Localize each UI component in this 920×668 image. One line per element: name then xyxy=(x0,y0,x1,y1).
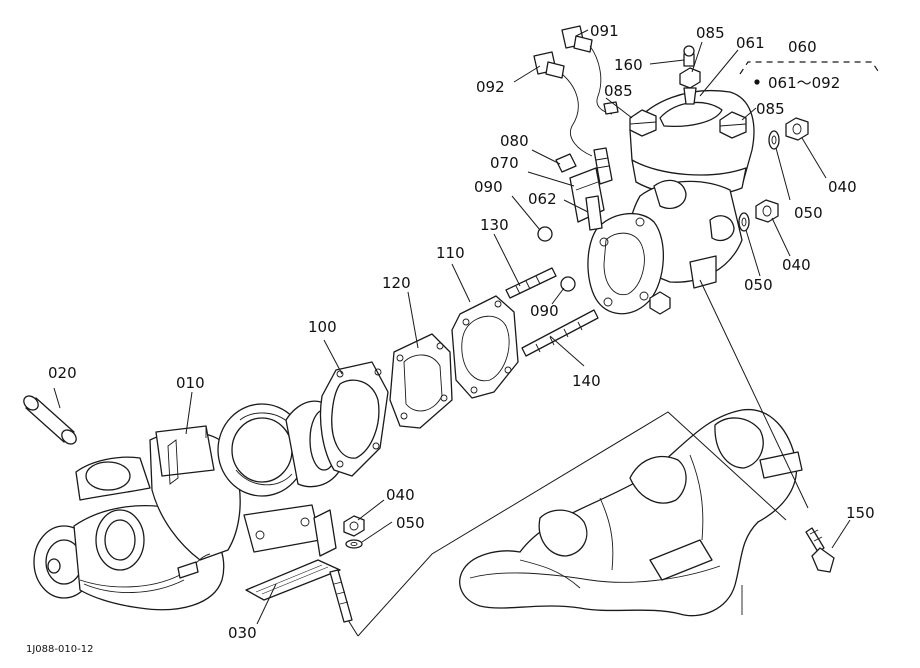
gasket-120[interactable] xyxy=(389,333,453,429)
callout-040-upper[interactable]: 040 xyxy=(828,178,857,196)
ball-090-upper[interactable] xyxy=(537,226,553,242)
nut-040-middle[interactable] xyxy=(755,199,779,223)
leader-lines xyxy=(53,29,851,625)
callout-085-top[interactable]: 085 xyxy=(696,24,725,42)
gasket-110[interactable] xyxy=(451,295,519,399)
nut-040-upper[interactable] xyxy=(785,117,809,141)
washer-050-lower[interactable] xyxy=(345,539,363,549)
callout-050-middle[interactable]: 050 xyxy=(744,276,773,294)
group-bracket-060 xyxy=(739,61,881,75)
callout-140[interactable]: 140 xyxy=(572,372,601,390)
stud-140[interactable] xyxy=(521,309,599,357)
callout-080[interactable]: 080 xyxy=(500,132,529,150)
callout-120[interactable]: 120 xyxy=(382,274,411,292)
bolt-085-right[interactable] xyxy=(719,111,747,139)
nut-040-lower[interactable] xyxy=(343,515,365,537)
callout-061[interactable]: 061 xyxy=(736,34,765,52)
callout-090-lower[interactable]: 090 xyxy=(530,302,559,320)
bracket-030[interactable] xyxy=(245,509,341,601)
diagram-code: 1J088-010-12 xyxy=(26,644,93,655)
valve-assembly-060[interactable] xyxy=(587,90,755,315)
turbocharger[interactable] xyxy=(33,400,341,611)
callout-040-lower[interactable]: 040 xyxy=(386,486,415,504)
callout-085-right[interactable]: 085 xyxy=(756,100,785,118)
callout-092[interactable]: 092 xyxy=(476,78,505,96)
range-note: 061～092 xyxy=(768,74,840,92)
callout-160[interactable]: 160 xyxy=(614,56,643,74)
callout-062[interactable]: 062 xyxy=(528,190,557,208)
sensor-160[interactable] xyxy=(683,45,695,67)
sensor-062[interactable] xyxy=(585,195,603,231)
bolt-150[interactable] xyxy=(805,527,835,573)
callout-050-lower[interactable]: 050 xyxy=(396,514,425,532)
callout-085-left[interactable]: 085 xyxy=(604,82,633,100)
bolt-085-top[interactable] xyxy=(679,67,701,105)
stud-bracket[interactable] xyxy=(329,569,353,623)
gasket-100[interactable] xyxy=(319,361,389,477)
callout-150[interactable]: 150 xyxy=(846,504,875,522)
callout-060[interactable]: 060 xyxy=(788,38,817,56)
bolt-085-left[interactable] xyxy=(629,109,657,137)
callout-110[interactable]: 110 xyxy=(436,244,465,262)
callout-090-upper[interactable]: 090 xyxy=(474,178,503,196)
washer-050-upper[interactable] xyxy=(768,130,780,150)
callout-070[interactable]: 070 xyxy=(490,154,519,172)
callout-020[interactable]: 020 xyxy=(48,364,77,382)
callout-100[interactable]: 100 xyxy=(308,318,337,336)
stud-130[interactable] xyxy=(505,267,557,299)
callout-050-upper[interactable]: 050 xyxy=(794,204,823,222)
callout-130[interactable]: 130 xyxy=(480,216,509,234)
callout-030[interactable]: 030 xyxy=(228,624,257,642)
connector-092[interactable] xyxy=(533,51,613,185)
washer-050-middle[interactable] xyxy=(738,212,750,232)
pipe-020[interactable] xyxy=(21,393,79,447)
clip-080[interactable] xyxy=(555,153,577,173)
callout-040-middle[interactable]: 040 xyxy=(782,256,811,274)
callout-010[interactable]: 010 xyxy=(176,374,205,392)
exhaust-manifold[interactable] xyxy=(459,408,803,617)
group-bullet xyxy=(754,79,760,85)
callout-091[interactable]: 091 xyxy=(590,22,619,40)
ball-090-lower[interactable] xyxy=(560,276,576,292)
